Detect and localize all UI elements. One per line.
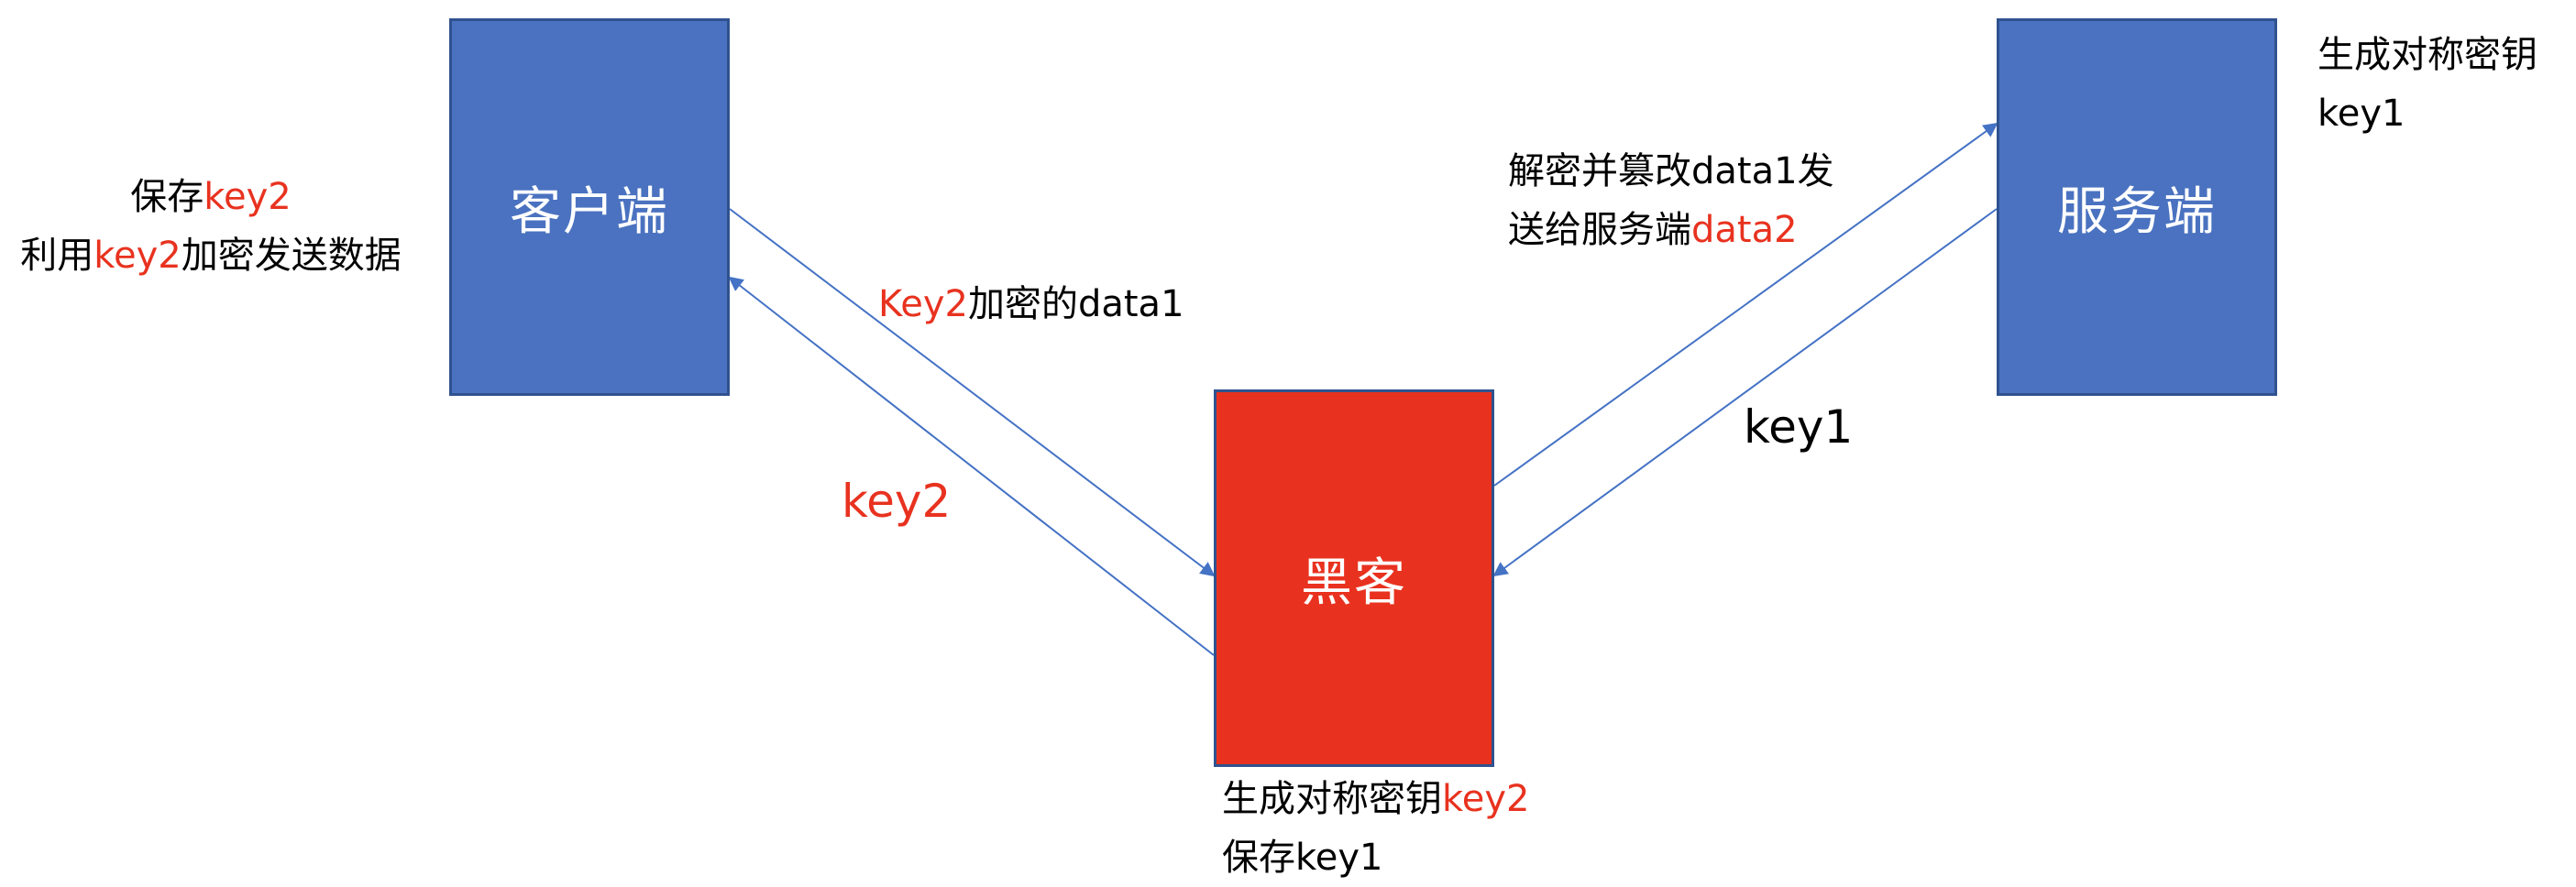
- edge-client-to-hacker: [729, 208, 1216, 577]
- hacker-note: 生成对称密钥key2 保存key1: [1222, 770, 1529, 887]
- server-note: 生成对称密钥 key1: [2317, 26, 2537, 143]
- edge-server-to-hacker: [1492, 208, 1998, 577]
- server-note-line2: key1: [2317, 93, 2405, 135]
- hacker-note-line2: 保存key1: [1222, 837, 1383, 879]
- hacker-node: 黑客: [1214, 389, 1494, 767]
- edge-label-hacker-to-server-line1: 解密并篡改data1发: [1508, 150, 1834, 192]
- edge-label-hacker-to-server: 解密并篡改data1发 送给服务端data2: [1508, 142, 1834, 259]
- edge-label-hacker-to-client: key2: [842, 475, 952, 528]
- edge-label-hacker-to-server-line2: 送给服务端data2: [1508, 209, 1798, 251]
- server-node-label: 服务端: [2057, 181, 2217, 242]
- edge-label-server-to-hacker: key1: [1744, 400, 1854, 454]
- hacker-note-line1: 生成对称密钥key2: [1222, 778, 1530, 820]
- client-note-line1: 保存key2: [130, 176, 292, 218]
- client-note-line2: 利用key2加密发送数据: [20, 235, 402, 277]
- client-node-label: 客户端: [510, 181, 669, 242]
- server-node: 服务端: [1997, 18, 2277, 396]
- hacker-node-label: 黑客: [1301, 553, 1407, 613]
- edge-label-client-to-hacker: Key2加密的data1: [878, 283, 1184, 325]
- client-note: 保存key2 利用key2加密发送数据: [0, 168, 422, 285]
- server-note-line1: 生成对称密钥: [2317, 34, 2537, 76]
- edge-hacker-to-client: [728, 276, 1215, 656]
- client-node: 客户端: [449, 18, 730, 396]
